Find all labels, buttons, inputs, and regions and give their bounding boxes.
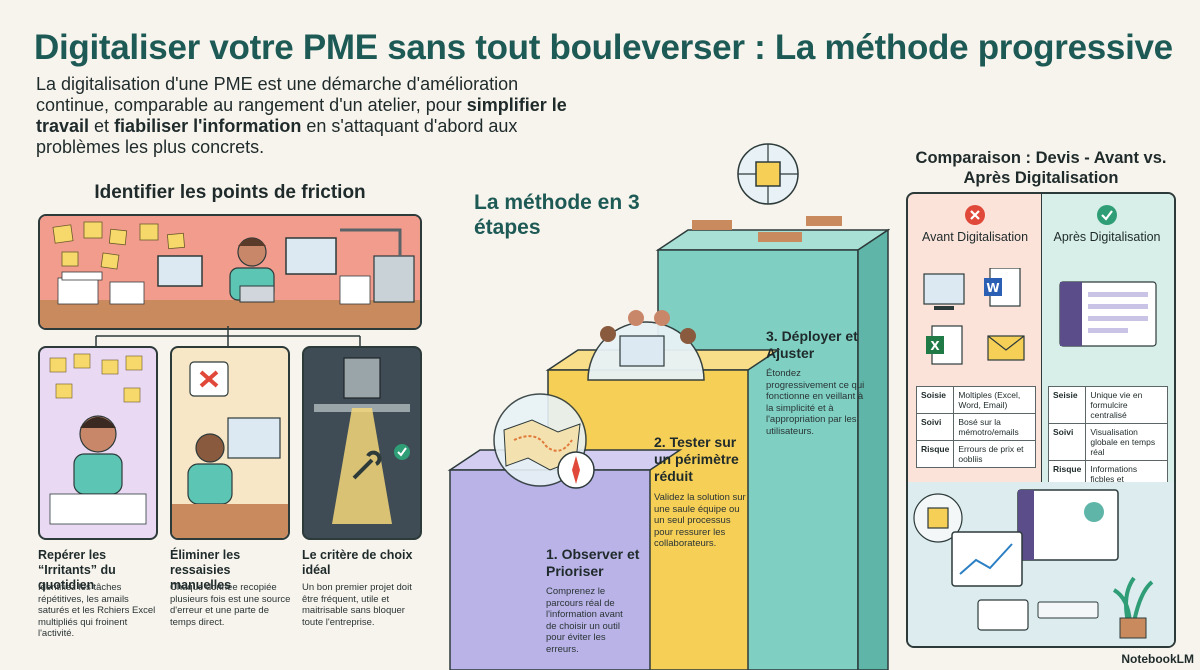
table-cell-value: Visualisation globale en temps réal <box>1085 423 1168 461</box>
svg-text:X: X <box>930 339 940 353</box>
page-title: Digitaliser votre PME sans tout boulever… <box>34 28 1173 67</box>
table-cell-key: Soivi <box>1047 423 1087 461</box>
table-cell-key: Seisie <box>1047 386 1087 424</box>
manual-entry-body: Chaque donnée recopiée plusieurs fois es… <box>170 582 291 628</box>
friction-heading: Identifier les points de friction <box>94 182 366 203</box>
friction-connector-lines <box>95 326 361 348</box>
table-cell-value: Moltiples (Excel, Word, Email) <box>953 386 1036 414</box>
table-cell-key: Soivi <box>915 413 955 441</box>
cross-icon <box>965 205 985 225</box>
manual-entry-title: Éliminer les ressaisies manuelles <box>170 548 241 592</box>
svg-text:W: W <box>986 281 999 295</box>
digital-workspace-icon <box>908 482 1174 646</box>
step2-body: Validez la solution sur une saule équipe… <box>654 492 746 549</box>
manual-entry-illustration <box>170 346 290 540</box>
irritants-body: Identifiez les tâches répétitives, les a… <box>38 582 156 639</box>
computer-error-icon <box>172 361 288 538</box>
spotlight-wrench-icon <box>314 357 410 524</box>
before-tools-icons: W X <box>923 268 1025 365</box>
comparison-heading: Comparaison : Devis - Avant vs. Après Di… <box>915 149 1167 187</box>
overwhelmed-office-illustration <box>38 214 422 330</box>
staircase-diagram <box>447 143 890 670</box>
intro-text-1: La digitalisation d'une PME est une déma… <box>36 74 519 115</box>
table-cell-key: Soisie <box>915 386 955 414</box>
before-label: Avant Digitalisation <box>921 230 1029 244</box>
intro-bold-2: fiabiliser l'information <box>114 116 302 136</box>
intro-paragraph: La digitalisation d'une PME est une déma… <box>36 74 596 158</box>
step1-title: 1. Observer et Prioriser <box>546 546 640 579</box>
step1-body: Comprenez le parcours réal de l'informat… <box>546 586 623 655</box>
irritants-illustration <box>38 346 158 540</box>
table-cell-key: Risque <box>915 440 955 468</box>
brand-logo: NotebookLM <box>1121 652 1194 666</box>
table-cell-value: Errours de prix et oobliis <box>953 440 1036 468</box>
centralized-form-icon <box>1059 281 1157 347</box>
ideal-criteria-body: Un bon premier projet doit être fréquent… <box>302 582 412 628</box>
table-cell-value: Bosé sur la mémotro/emails <box>953 413 1036 441</box>
check-icon <box>1097 205 1117 225</box>
ideal-criteria-title: Le critère de choix idéal <box>302 548 413 577</box>
stressed-person-icon <box>49 353 147 525</box>
step3-title: 3. Déployer et Ajuster <box>766 328 858 361</box>
method-heading: La méthode en 3 étapes <box>474 191 640 239</box>
intro-bold-1: simplifier le travail <box>36 95 567 136</box>
irritants-title: Repérer les “Irritants” du quotidien <box>38 548 116 592</box>
table-cell-value: Unique vie en formulcire centralisé <box>1085 386 1168 424</box>
office-scene-icon <box>40 216 420 328</box>
intro-text-3: en s'attaquant d'abord aux problèmes les… <box>36 116 518 157</box>
step3-body: Étondez progressivement ce qui fonctionn… <box>766 368 865 437</box>
ideal-criteria-illustration <box>302 346 422 540</box>
step2-title: 2. Tester sur un périmètre réduit <box>654 434 739 484</box>
intro-text-2: et <box>89 116 115 136</box>
comparison-panel: Avant Digitalisation Après Digitalisatio… <box>906 192 1176 648</box>
after-label: Après Digitalisation <box>1053 230 1161 244</box>
